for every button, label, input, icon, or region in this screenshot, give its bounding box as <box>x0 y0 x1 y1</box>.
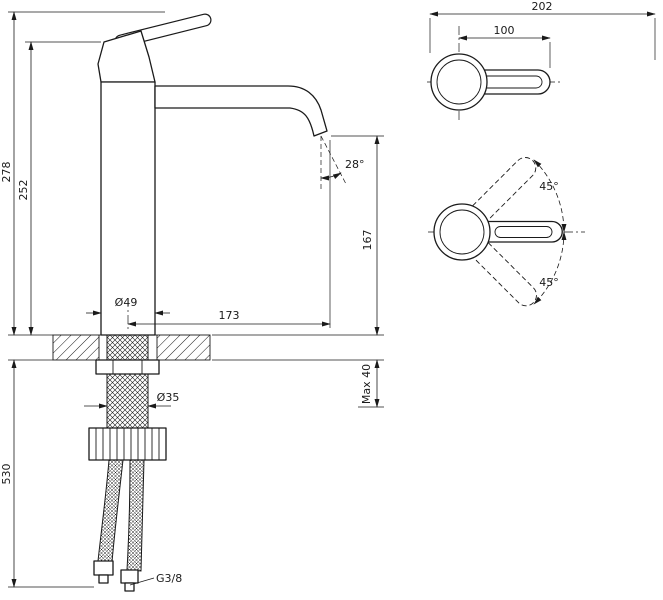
thread-label: G3/8 <box>156 572 182 585</box>
threaded-shank <box>106 334 149 429</box>
plan-body-circle <box>430 53 488 111</box>
swivel-arc-upper <box>533 159 567 233</box>
dim-202-label: 202 <box>532 0 553 13</box>
dim-173-label: 173 <box>219 309 240 322</box>
dim-278-label: 278 <box>0 162 13 183</box>
shank-flange <box>95 359 160 375</box>
swivel-arc-lower <box>533 231 567 305</box>
dim-530-label: 530 <box>0 464 13 485</box>
dim-max-deck-thickness: Max 40 <box>212 359 384 408</box>
swivel-lever-up-ghost <box>472 157 537 222</box>
hose-fitting-right <box>120 569 139 592</box>
dim-total-height: 278 <box>0 11 165 336</box>
hose-fitting-left <box>93 560 114 584</box>
thread-callout: G3/8 <box>129 572 182 586</box>
faucet-spout <box>154 85 328 137</box>
angle-arc <box>320 172 342 181</box>
faucet-body <box>100 81 156 336</box>
dim-spout-height: 167 <box>212 135 384 336</box>
dim-shank-diameter: Ø35 <box>84 391 180 409</box>
dim-d35-label: Ø35 <box>157 391 180 404</box>
plan-body-inner-circle <box>436 59 482 105</box>
deck-surface <box>52 334 211 361</box>
dim-total-length: 202 <box>429 0 656 60</box>
hose-right <box>126 459 145 572</box>
plan-view: 202 100 <box>427 0 656 122</box>
dim-167-label: 167 <box>361 230 374 251</box>
dim-handle-length: 100 <box>458 24 551 68</box>
dim-252-label: 252 <box>17 180 30 201</box>
swivel-lever <box>486 220 563 243</box>
spout-angle-label: 28° <box>345 158 365 171</box>
dim-max40-label: Max 40 <box>360 364 373 404</box>
swivel-lever-grip <box>494 226 553 238</box>
swivel-angle-down-label: 45° <box>539 276 559 289</box>
dim-base-diameter: Ø49 <box>86 296 170 316</box>
dim-spout-reach: 173 <box>127 140 331 330</box>
angle-ref-slanted <box>320 135 347 185</box>
front-view: 28° 278 252 530 Ø49 <box>0 11 384 592</box>
dim-hose-length: 530 <box>0 359 94 588</box>
dim-d49-label: Ø49 <box>115 296 138 309</box>
swivel-body-inner-circle <box>439 209 485 255</box>
hose-left <box>97 459 124 563</box>
thread-leader-line <box>129 577 155 586</box>
swivel-view: 45° 45° <box>428 157 585 307</box>
swivel-lever-down-ghost <box>472 242 537 307</box>
deck-hatch-left <box>53 335 99 360</box>
dim-100-label: 100 <box>494 24 515 37</box>
mounting-nut <box>88 427 167 461</box>
dim-body-height: 252 <box>17 41 101 336</box>
swivel-angle-up-label: 45° <box>539 180 559 193</box>
deck-hatch-right <box>157 335 210 360</box>
spout-angle-annotation: 28° <box>320 135 365 190</box>
swivel-body-circle <box>433 203 491 261</box>
